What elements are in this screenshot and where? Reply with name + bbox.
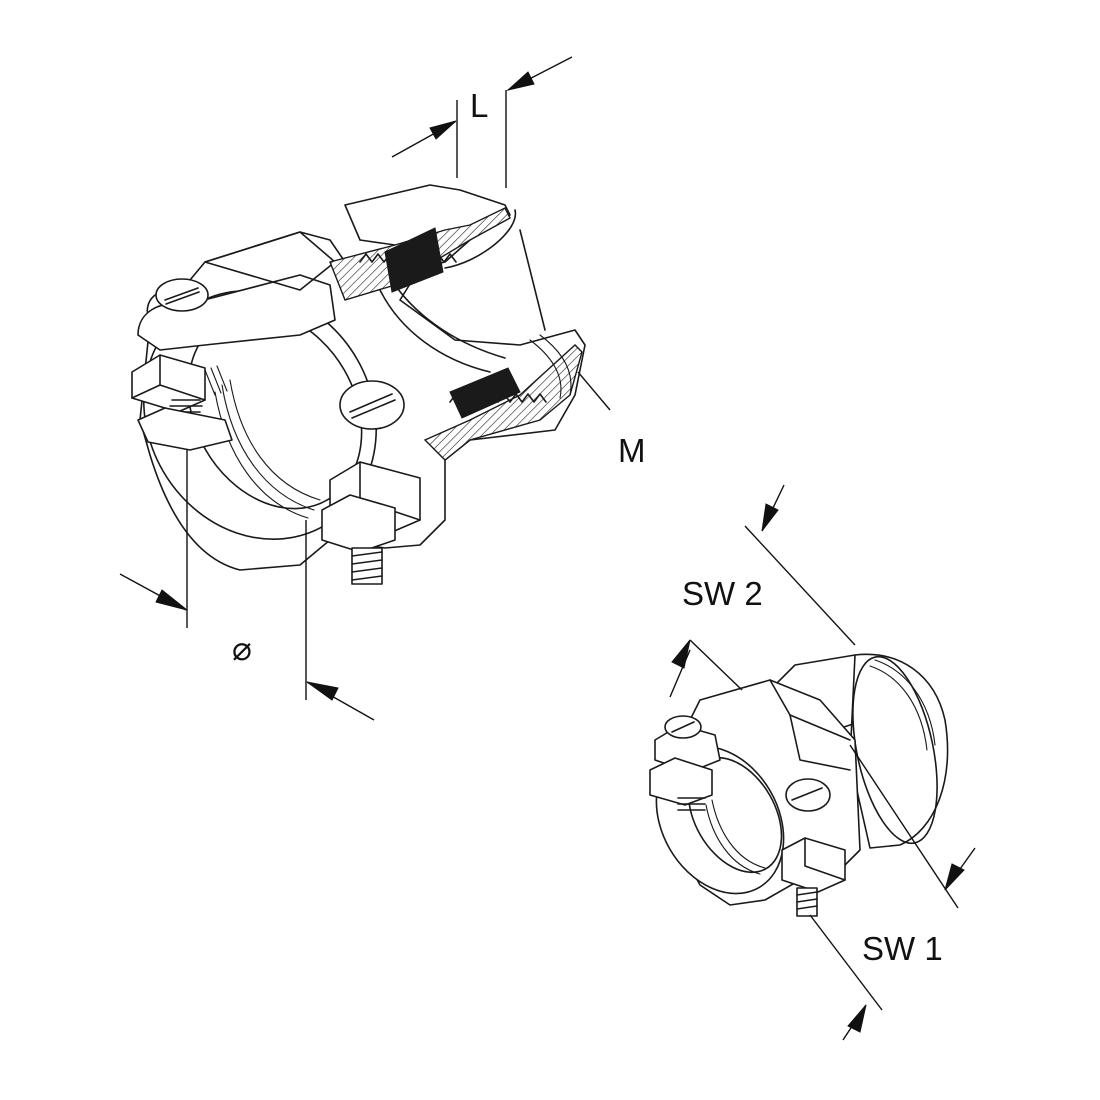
seal-block-lower xyxy=(449,367,521,419)
arrow-diameter-left xyxy=(155,589,188,611)
arrow-sw1-lower xyxy=(847,1004,867,1033)
label-l: L xyxy=(470,87,488,124)
lower-clamp-lobe xyxy=(137,407,233,451)
arrow-diameter-right xyxy=(306,681,339,701)
screw-head-middle-right xyxy=(785,778,831,812)
screw-head-top xyxy=(155,278,209,312)
dimension-l: L xyxy=(391,56,573,188)
dimension-sw2: SW 2 xyxy=(669,484,856,698)
bore-curve xyxy=(379,289,491,373)
label-sw1: SW 1 xyxy=(862,930,943,967)
assembled-fitting-view xyxy=(649,653,949,917)
front-thread-ring xyxy=(444,209,546,331)
arrow-l-right xyxy=(506,71,535,91)
label-sw2: SW 2 xyxy=(682,575,763,612)
screw-head-middle xyxy=(339,380,405,430)
dimension-m: M xyxy=(577,371,646,469)
sectioned-fitting-view xyxy=(131,184,586,585)
arrow-sw1-upper xyxy=(944,863,965,891)
arrow-sw2-upper xyxy=(761,503,779,532)
label-m: M xyxy=(618,432,646,469)
dimension-sw1: SW 1 xyxy=(809,744,976,1041)
seal-block-upper xyxy=(384,227,444,293)
arrow-l-left xyxy=(429,120,457,140)
section-lower-hatch xyxy=(423,344,583,461)
dimension-diameter: ⌀ xyxy=(119,450,375,721)
label-diameter: ⌀ xyxy=(232,630,252,667)
arrow-sw2-lower xyxy=(671,639,691,669)
